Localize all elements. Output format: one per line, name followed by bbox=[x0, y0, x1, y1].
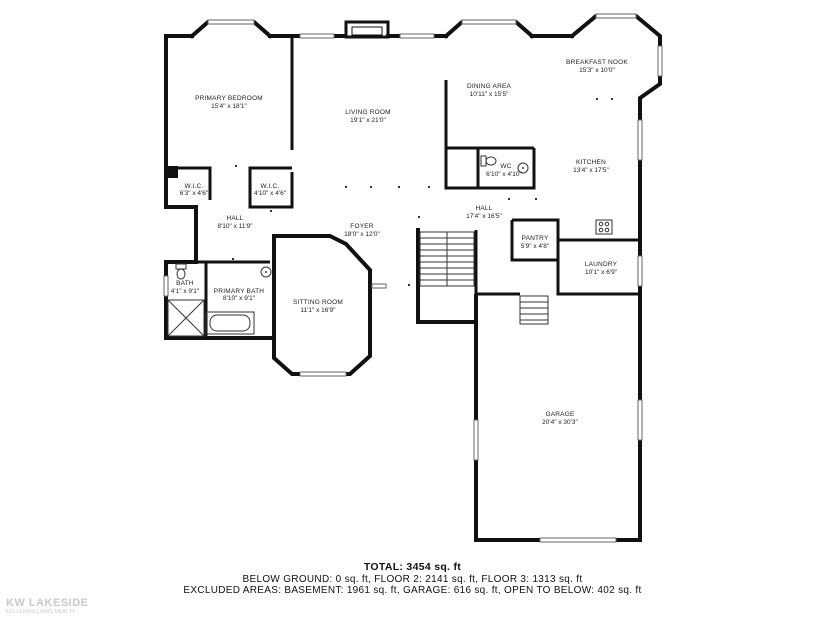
dim-wc: 6'10" x 4'10" bbox=[486, 171, 522, 178]
interior-walls bbox=[166, 36, 640, 338]
room-labels: PRIMARY BEDROOM 15'4" x 18'1" LIVING ROO… bbox=[171, 59, 628, 426]
ceiling-dots bbox=[232, 98, 613, 286]
garage-steps bbox=[519, 295, 549, 325]
dim-foyer: 18'0" x 12'0" bbox=[344, 231, 380, 238]
label-living-room: LIVING ROOM bbox=[345, 109, 391, 116]
brand-watermark: KW LAKESIDE KELLERWILLIAMS REALTY bbox=[6, 597, 89, 616]
dim-hall-left: 8'10" x 11'9" bbox=[217, 223, 253, 230]
label-bath: BATH bbox=[176, 280, 194, 287]
label-primary-bath: PRIMARY BATH bbox=[214, 288, 265, 295]
shower bbox=[167, 299, 205, 337]
toilet-wc bbox=[480, 155, 497, 167]
label-sitting-room: SITTING ROOM bbox=[293, 299, 343, 306]
floor-plan: PRIMARY BEDROOM 15'4" x 18'1" LIVING ROO… bbox=[163, 13, 663, 543]
label-primary-bedroom: PRIMARY BEDROOM bbox=[195, 95, 263, 102]
dim-living-room: 19'1" x 21'0" bbox=[350, 117, 386, 124]
watermark-sub: KELLERWILLIAMS REALTY bbox=[6, 609, 76, 615]
label-hall-center: HALL bbox=[475, 205, 492, 212]
label-laundry: LAUNDRY bbox=[585, 261, 618, 268]
label-dining-area: DINING AREA bbox=[467, 83, 512, 90]
main-stairs bbox=[419, 231, 475, 287]
label-wic-right: W.I.C. bbox=[261, 183, 280, 190]
label-kitchen: KITCHEN bbox=[576, 159, 606, 166]
dim-dining-area: 10'11" x 15'5" bbox=[470, 91, 509, 98]
dim-wic-right: 4'10" x 4'6" bbox=[254, 190, 287, 197]
area-summary: TOTAL: 3454 sq. ft BELOW GROUND: 0 sq. f… bbox=[0, 561, 825, 597]
sink-wc bbox=[517, 162, 529, 174]
total-area: TOTAL: 3454 sq. ft bbox=[363, 561, 462, 573]
label-foyer: FOYER bbox=[350, 223, 373, 230]
dim-wic-left: 6'3" x 4'6" bbox=[180, 190, 209, 197]
label-hall-left: HALL bbox=[226, 215, 243, 222]
dim-primary-bath: 8'10" x 9'1" bbox=[223, 295, 256, 302]
windows bbox=[163, 13, 663, 543]
sink-bath bbox=[260, 266, 272, 278]
label-wic-left: W.I.C. bbox=[185, 183, 204, 190]
stove bbox=[595, 219, 613, 235]
dim-primary-bedroom: 15'4" x 18'1" bbox=[211, 103, 247, 110]
dim-breakfast-nook: 15'3" x 10'0" bbox=[579, 67, 615, 74]
floor-areas: BELOW GROUND: 0 sq. ft, FLOOR 2: 2141 sq… bbox=[242, 573, 583, 585]
bathtub bbox=[205, 311, 255, 335]
watermark-brand: KW LAKESIDE bbox=[6, 597, 89, 609]
toilet-bath bbox=[175, 263, 187, 280]
label-wc: WC bbox=[500, 163, 511, 170]
excluded-areas: EXCLUDED AREAS: BASEMENT: 1961 sq. ft, G… bbox=[183, 585, 642, 596]
dim-hall-center: 17'4" x 16'5" bbox=[466, 213, 502, 220]
dim-sitting-room: 11'1" x 16'9" bbox=[300, 307, 336, 314]
label-breakfast-nook: BREAKFAST NOOK bbox=[566, 59, 628, 66]
dim-kitchen: 13'4" x 17'5" bbox=[573, 167, 609, 174]
label-pantry: PANTRY bbox=[522, 235, 549, 242]
dim-garage: 20'4" x 30'3" bbox=[542, 419, 578, 426]
fixtures bbox=[167, 155, 613, 337]
dim-laundry: 10'1" x 6'9" bbox=[585, 269, 618, 276]
dim-pantry: 5'9" x 4'8" bbox=[521, 243, 550, 250]
label-garage: GARAGE bbox=[545, 411, 574, 418]
dim-bath: 4'1" x 9'1" bbox=[171, 288, 200, 295]
